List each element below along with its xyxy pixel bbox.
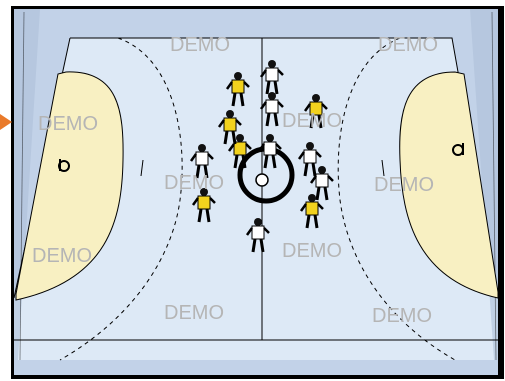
right-seven-meter-mark (381, 159, 385, 177)
left-goal-area (15, 71, 124, 301)
player-yellow-icon (225, 72, 250, 107)
player-white-icon (309, 166, 334, 201)
player-white-icon (257, 134, 282, 169)
player-yellow-icon (227, 134, 252, 169)
left-seven-meter-mark (140, 159, 144, 177)
right-free-throw-line (337, 37, 456, 361)
left-free-throw-line (59, 37, 183, 361)
right-goal-icon (452, 143, 464, 156)
player-yellow-icon (299, 194, 324, 229)
ball-icon (255, 173, 269, 187)
left-sideline (19, 11, 25, 361)
player-yellow-icon (303, 94, 328, 129)
player-white-icon (297, 142, 322, 177)
player-yellow-icon (217, 110, 242, 145)
player-white-icon (259, 60, 284, 95)
side-marker-icon (0, 114, 12, 130)
player-white-icon (259, 92, 284, 127)
player-white-icon (245, 218, 270, 253)
players (189, 60, 334, 253)
player-yellow-icon (191, 188, 216, 223)
right-goal-area (399, 71, 499, 299)
player-white-icon (189, 144, 214, 179)
right-sideline (491, 11, 497, 361)
left-goal-icon (58, 159, 70, 172)
